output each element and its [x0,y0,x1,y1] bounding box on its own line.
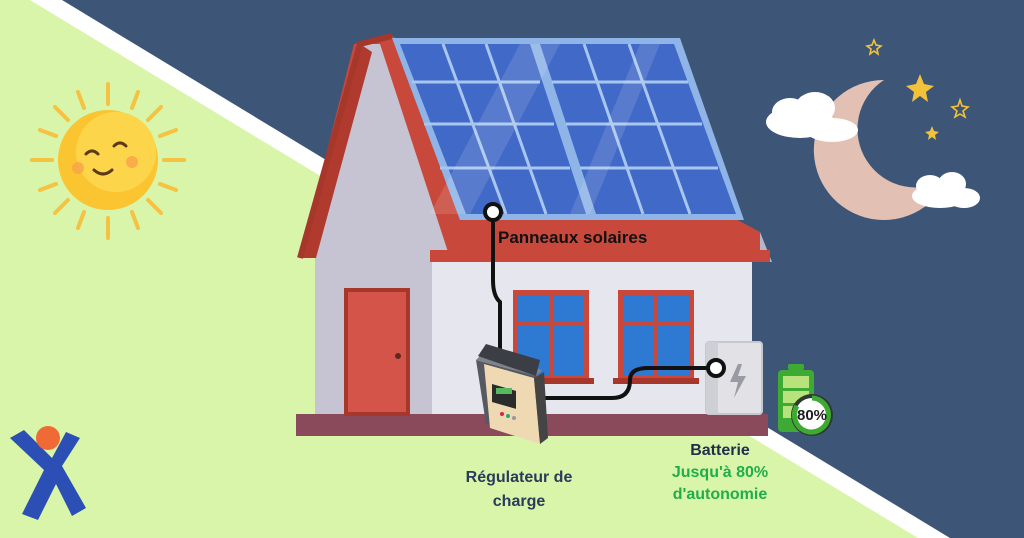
side-wall [432,258,752,414]
battery-title: Batterie [690,442,750,459]
cloud-icon [766,92,858,142]
battery-unit [705,341,763,415]
wiring [491,212,710,400]
solar-panels-label: Panneaux solaires [498,228,648,247]
house [296,33,772,436]
battery-label-group: Batterie Jusqu'à 80% d'autonomie [660,440,780,506]
star-icon [865,37,970,119]
battery-autonomy-line1: Jusqu'à 80% [671,464,769,481]
sun-icon [30,82,186,240]
charge-regulator [476,344,548,444]
lightning-icon [730,364,746,398]
window [508,290,594,384]
charge-regulator-label: Régulateur de charge [465,469,573,510]
star-icon [906,74,939,140]
logo-icon [10,426,86,520]
battery-autonomy-line2: d'autonomie [672,486,768,503]
panel-connector [483,202,503,222]
door [344,288,410,416]
cloud-icon [912,172,980,208]
solar-panels [392,38,744,220]
battery-icon: 80% [778,364,833,436]
battery-badge: 80% [797,407,827,424]
battery-connector [706,358,726,378]
window [613,290,699,384]
moon-icon [813,79,948,220]
